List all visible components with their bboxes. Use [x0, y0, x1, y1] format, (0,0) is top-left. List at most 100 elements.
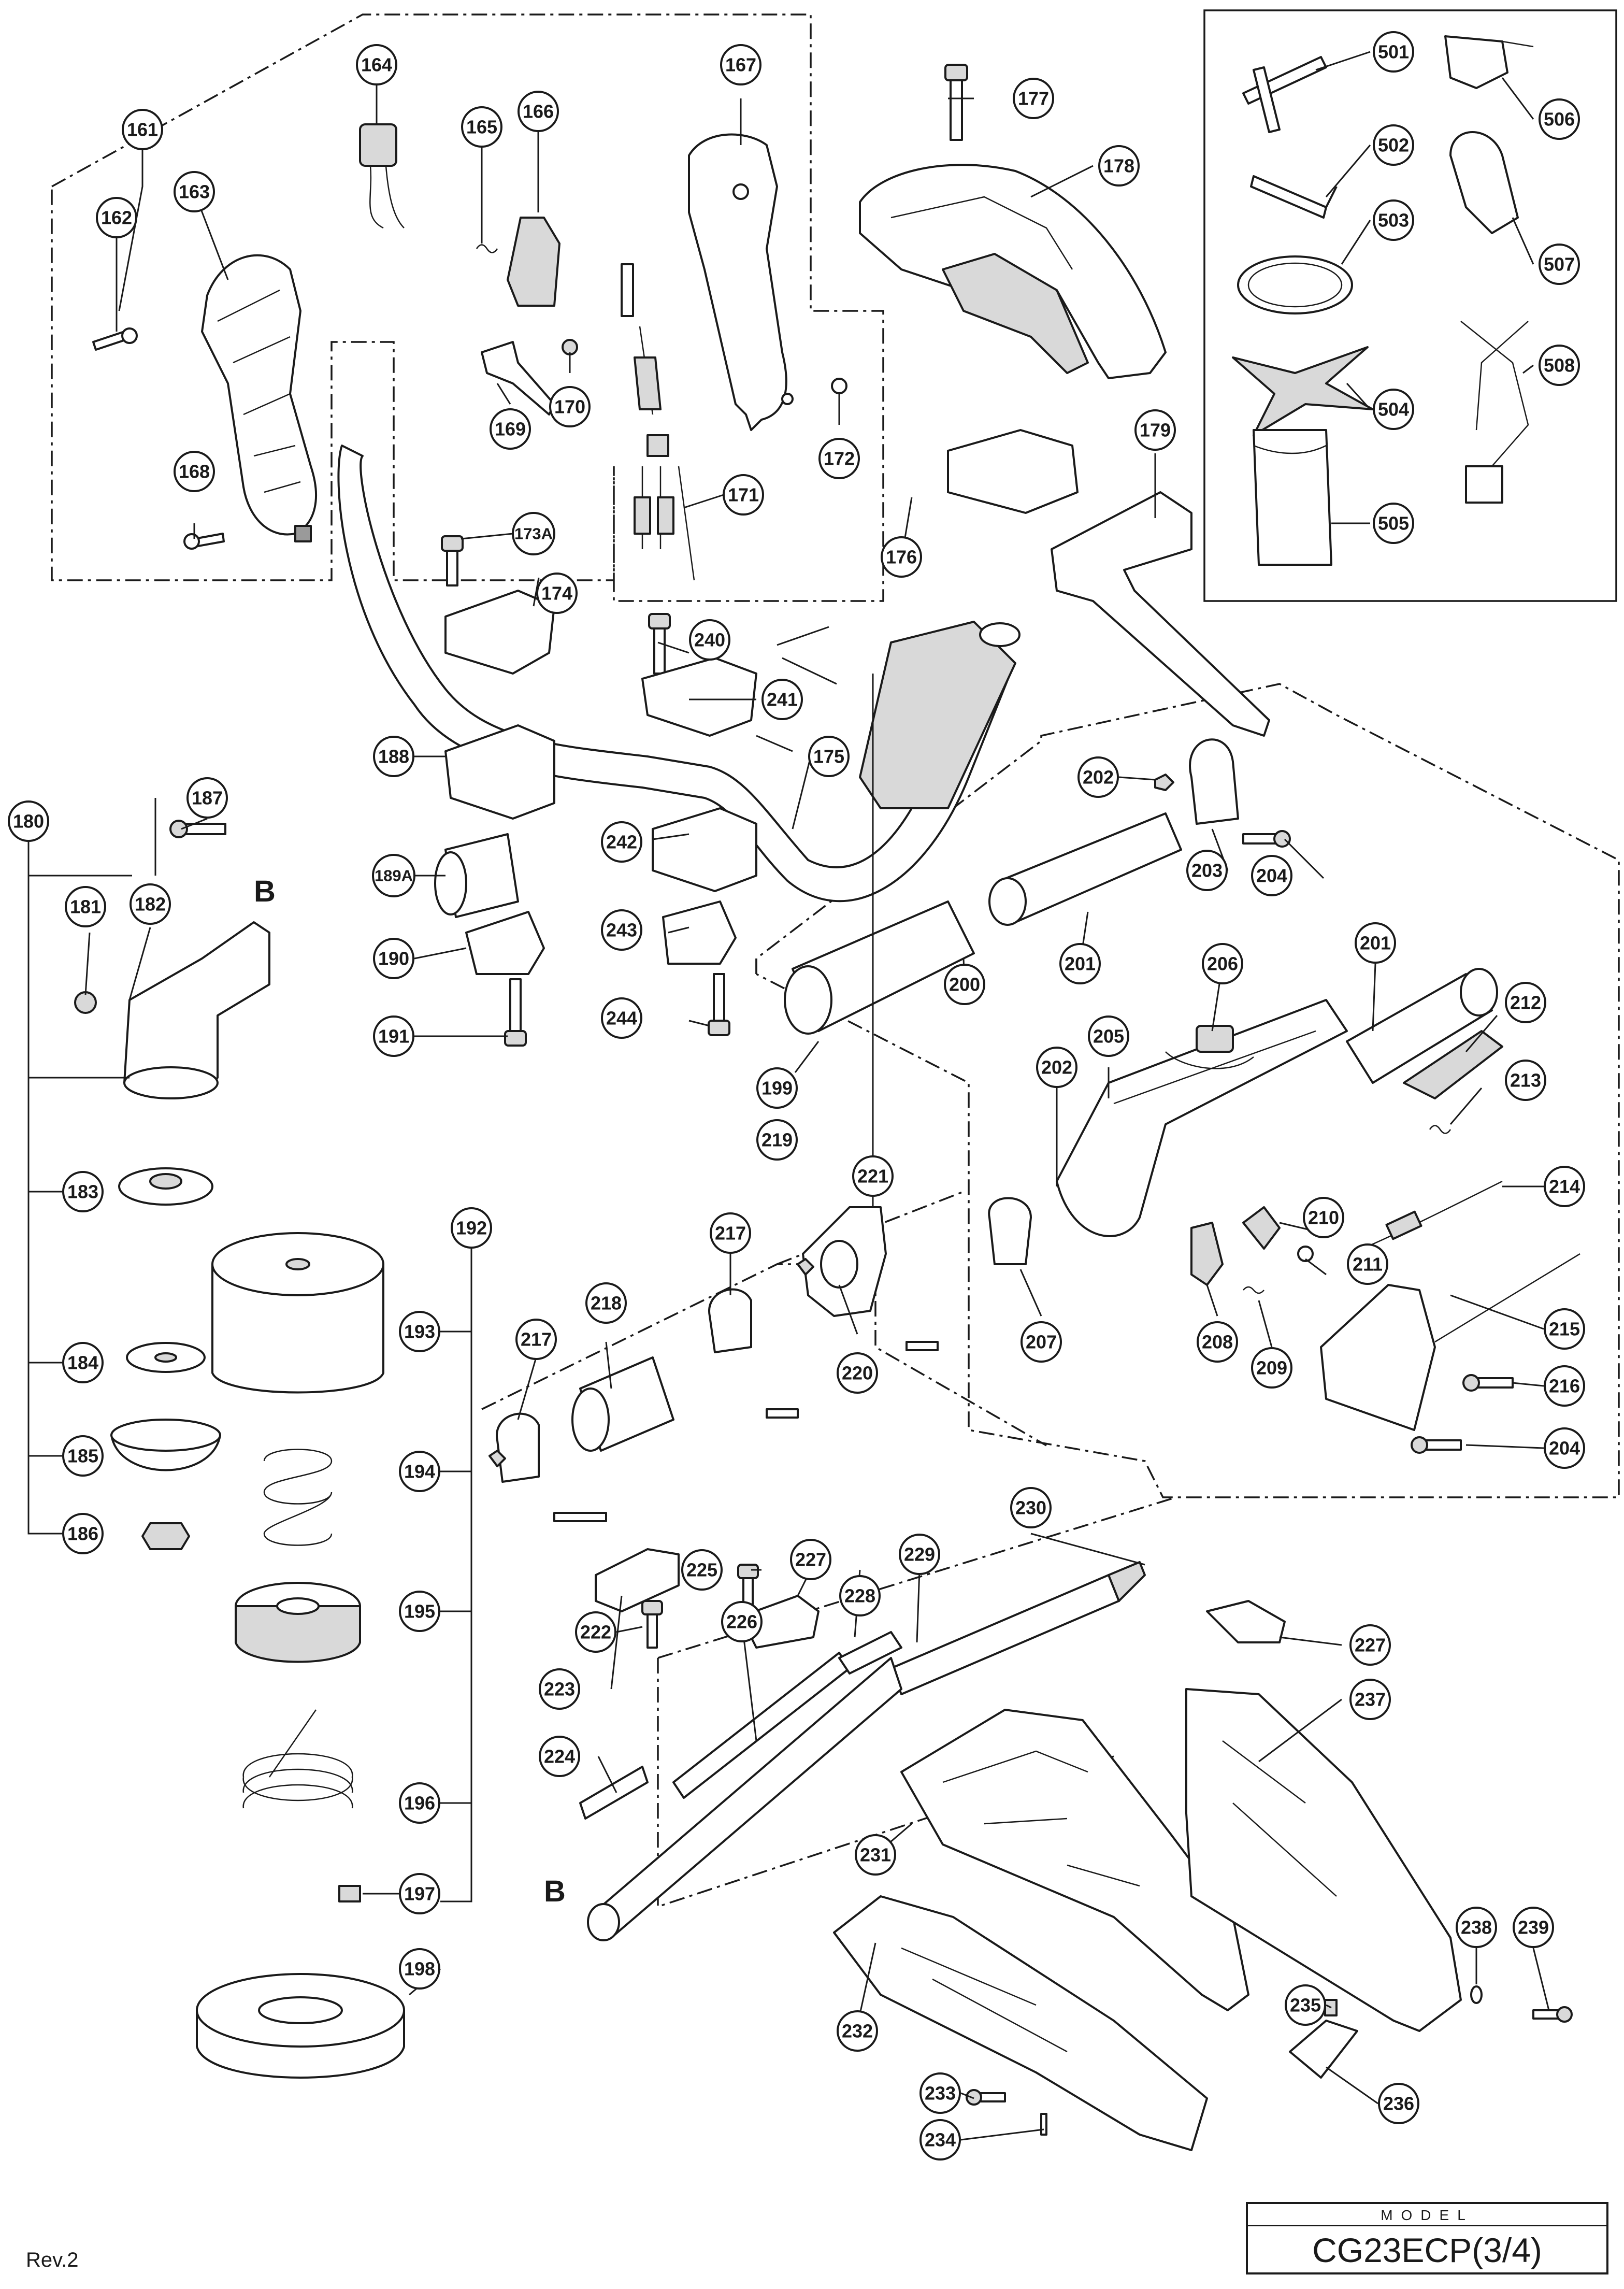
svg-text:174: 174	[541, 583, 572, 604]
callout-209: 209	[1251, 1347, 1292, 1389]
part-196-line-coil	[242, 1709, 353, 1809]
callout-218: 218	[585, 1282, 627, 1324]
callout-189A: 189A	[372, 854, 415, 897]
part-190-half-clamp	[465, 911, 545, 975]
callout-507: 507	[1539, 244, 1580, 285]
part-175-handle-bar	[337, 445, 1021, 903]
part-503-guard-ring	[1237, 255, 1353, 314]
callout-182: 182	[130, 883, 171, 925]
callout-179: 179	[1134, 409, 1176, 451]
callout-191: 191	[373, 1015, 414, 1057]
svg-text:207: 207	[1026, 1332, 1057, 1353]
svg-text:212: 212	[1510, 992, 1541, 1013]
svg-text:221: 221	[857, 1166, 888, 1187]
part-191-screw	[504, 978, 527, 1047]
svg-text:210: 210	[1308, 1207, 1339, 1228]
part-506-goggles	[1444, 35, 1534, 89]
part-238-washer	[1470, 1985, 1483, 2004]
part-209-spring	[1243, 1286, 1264, 1294]
svg-text:191: 191	[378, 1026, 409, 1047]
svg-text:190: 190	[378, 948, 409, 969]
callout-504: 504	[1373, 389, 1414, 430]
svg-text:180: 180	[13, 811, 44, 832]
callout-204a: 204	[1251, 855, 1292, 896]
callout-162: 162	[96, 197, 137, 238]
callout-171: 171	[723, 474, 764, 516]
callout-201a: 201	[1059, 943, 1101, 984]
callout-228: 228	[839, 1575, 881, 1616]
callout-226: 226	[721, 1601, 763, 1642]
svg-text:507: 507	[1544, 254, 1575, 275]
svg-text:164: 164	[361, 54, 392, 76]
callout-508: 508	[1539, 345, 1580, 386]
callout-235: 235	[1285, 1984, 1326, 2026]
callout-161: 161	[122, 109, 163, 150]
svg-text:189A: 189A	[375, 867, 413, 885]
svg-text:205: 205	[1093, 1026, 1124, 1047]
callout-196: 196	[399, 1782, 440, 1824]
callout-227b: 227	[1349, 1624, 1391, 1666]
part-217-clamp-lower	[496, 1412, 540, 1483]
model-label: MODEL	[1248, 2206, 1606, 2226]
part-223-bracket	[595, 1548, 680, 1612]
svg-text:217: 217	[521, 1329, 552, 1350]
callout-170: 170	[549, 386, 591, 427]
callout-194: 194	[399, 1451, 440, 1492]
part-508-harness	[1460, 321, 1529, 504]
part-207-clamp	[988, 1197, 1032, 1265]
callout-183: 183	[62, 1171, 104, 1212]
part-181-bolt	[74, 991, 97, 1014]
callout-217b: 217	[515, 1319, 557, 1360]
callout-237: 237	[1349, 1679, 1391, 1720]
svg-text:206: 206	[1207, 953, 1238, 975]
callout-190: 190	[373, 938, 414, 979]
callout-244: 244	[601, 997, 642, 1039]
part-187-bolt	[169, 820, 226, 838]
callout-224: 224	[539, 1736, 580, 1777]
part-210-lever	[1242, 1206, 1281, 1250]
callout-200: 200	[944, 964, 985, 1005]
callout-172: 172	[818, 438, 860, 479]
callout-214: 214	[1544, 1166, 1585, 1207]
svg-text:216: 216	[1549, 1376, 1580, 1397]
svg-text:238: 238	[1461, 1917, 1492, 1938]
callout-192: 192	[451, 1207, 492, 1249]
svg-text:168: 168	[179, 461, 210, 482]
svg-text:173A: 173A	[514, 525, 553, 543]
callout-208: 208	[1197, 1321, 1238, 1363]
callout-207: 207	[1021, 1321, 1062, 1363]
svg-text:504: 504	[1378, 399, 1409, 420]
callout-233: 233	[919, 2072, 961, 2114]
callout-180: 180	[8, 800, 49, 842]
callout-221: 221	[852, 1155, 894, 1197]
part-spring-rod	[621, 263, 662, 415]
svg-text:236: 236	[1383, 2093, 1414, 2114]
part-163-grip-left	[201, 254, 317, 542]
svg-text:182: 182	[135, 894, 166, 915]
part-174-clamp	[444, 590, 555, 675]
part-218-sleeve	[571, 1356, 674, 1452]
svg-text:185: 185	[67, 1446, 98, 1467]
callout-231: 231	[855, 1834, 896, 1876]
callouts: 161 162 163 164 165 166 167 168 169 170 …	[8, 31, 1585, 2161]
callout-238: 238	[1456, 1907, 1497, 1948]
part-231-guard	[900, 1709, 1249, 2011]
svg-text:237: 237	[1355, 1689, 1386, 1710]
callout-220: 220	[837, 1352, 878, 1394]
callout-176: 176	[881, 536, 922, 578]
callout-243: 243	[601, 909, 642, 951]
part-188-clamp	[444, 724, 555, 820]
part-164-switch	[359, 123, 405, 229]
svg-text:213: 213	[1510, 1070, 1541, 1091]
svg-text:219: 219	[761, 1129, 793, 1151]
svg-text:161: 161	[127, 119, 158, 140]
callout-197: 197	[399, 1873, 440, 1914]
svg-text:233: 233	[925, 2083, 956, 2104]
svg-text:202: 202	[1041, 1057, 1072, 1078]
callout-186: 186	[62, 1513, 104, 1554]
part-204-screw-lower	[1411, 1436, 1462, 1454]
svg-text:223: 223	[544, 1679, 575, 1700]
svg-text:242: 242	[606, 832, 637, 853]
callout-178: 178	[1098, 145, 1140, 187]
